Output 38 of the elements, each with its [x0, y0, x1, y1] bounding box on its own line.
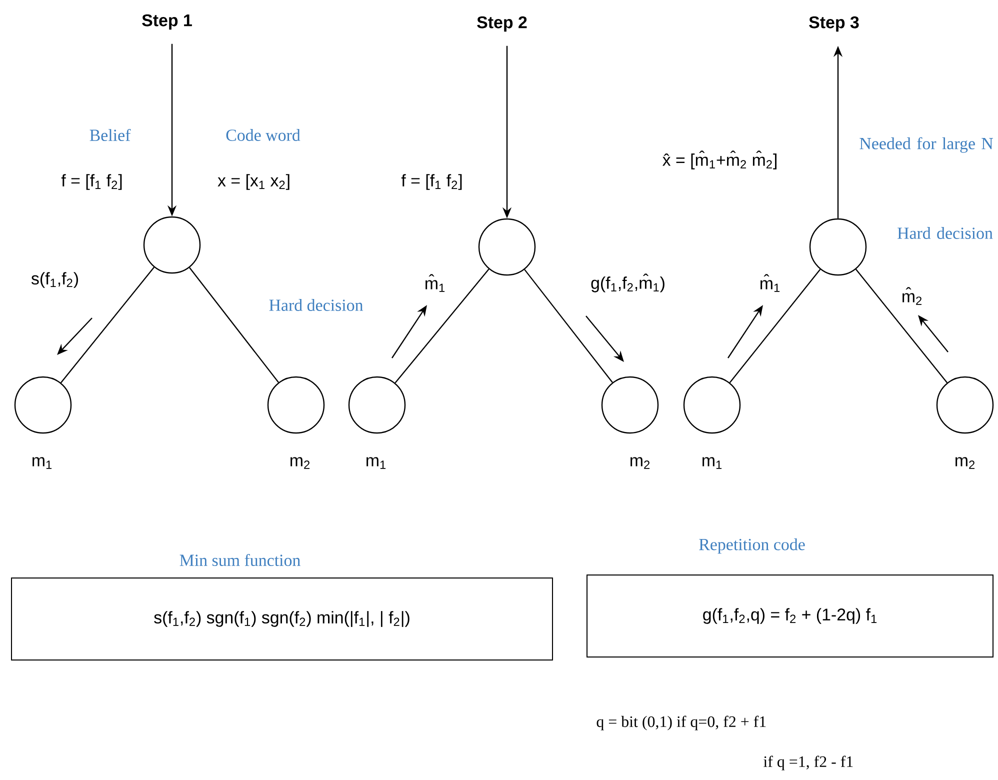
note-text: q = bit (0,1) if q=0, f2 + f1 [596, 716, 766, 730]
annotation-text: Needed for large N [860, 137, 993, 153]
formula-box: g(f$_{1}$,f$_{2}$,q) = f$_{2}$ + (1-2q) f$_{1}$ [586, 574, 994, 658]
connector-line [524, 269, 613, 383]
box-heading: Min sum function [180, 554, 300, 566]
leaf-label: m$_{1}$ [366, 457, 386, 469]
math-label: x = [x$_{1}$ x$_{2}$] [218, 174, 290, 190]
math-label: m̂$_{2}$ [902, 287, 922, 305]
math-label: f = [f$_{1}$ f$_{2}$] [61, 174, 122, 190]
annotation-text: Belief [90, 128, 131, 142]
annotation-text: Code word [226, 129, 300, 141]
box-heading: Repetition code [699, 538, 805, 554]
leaf-label: m$_{2}$ [956, 457, 974, 469]
formula-box: s(f$_{1}$,f$_{2}$) sgn(f$_{1}$) sgn(f$_{2}$) min(|f$_{1}$|, | f$_{2}$|) [11, 578, 553, 660]
math-label: s(f$_{1}$,f$_{2}$) [31, 272, 78, 288]
math-label: f = [f$_{1}$ f$_{2}$] [401, 174, 462, 190]
connector-line [60, 266, 155, 384]
connector-line [855, 268, 948, 384]
leaf-label: m$_{2}$ [630, 457, 650, 469]
connector-line [189, 267, 279, 383]
connector-line [394, 268, 490, 384]
math-label: m̂$_{1}$ [760, 274, 780, 292]
connector-line [729, 268, 821, 384]
step-label: Step 2 [477, 16, 527, 32]
annotation-text: Hard decision [269, 299, 364, 311]
step-label: Step 3 [809, 16, 859, 32]
tree-node-circle [478, 218, 536, 276]
math-label: x̂ = [m̂$_{1}$+m̂$_{2}$ m̂$_{2}$] [662, 150, 776, 170]
leaf-label: m$_{1}$ [702, 457, 722, 469]
leaf-label: m$_{2}$ [290, 457, 310, 469]
math-label: g(f$_{1}$,f$_{2}$,m̂$_{1}$) [591, 274, 664, 292]
math-label: m̂$_{1}$ [426, 274, 445, 292]
tree-node-circle [809, 218, 867, 276]
step-label: Step 1 [142, 14, 192, 30]
tree-node-circle [143, 216, 201, 274]
note-text: if q =1, f2 - f1 [764, 756, 853, 770]
leaf-label: m$_{1}$ [32, 457, 52, 469]
annotation-text: Hard decision [898, 227, 993, 239]
